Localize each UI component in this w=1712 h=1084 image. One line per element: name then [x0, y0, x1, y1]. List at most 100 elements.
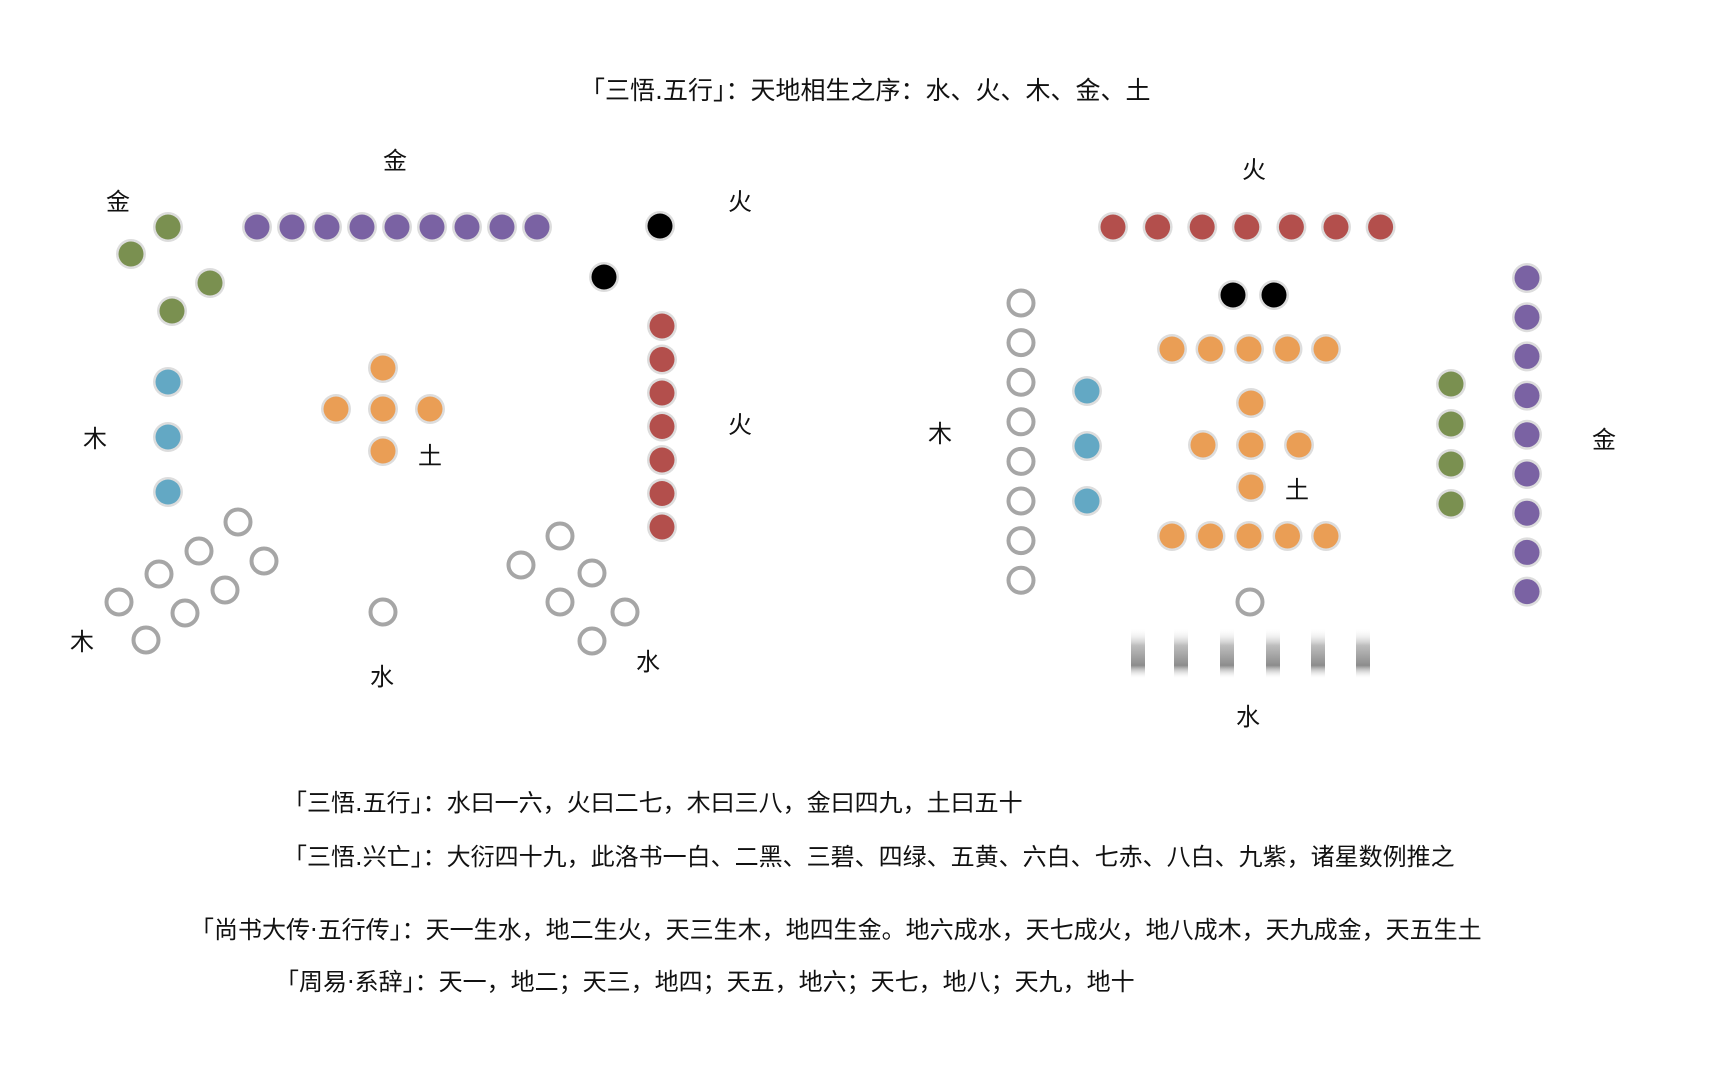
right-nine-dot [1514, 383, 1540, 409]
left-black-dot [591, 264, 617, 290]
right-earth-cross [1286, 432, 1312, 458]
right-earth-cross [1238, 474, 1264, 500]
right-earth-row-bottom [1313, 523, 1339, 549]
right-one-ring [1235, 587, 1265, 617]
right-label-earth: 土 [1285, 476, 1309, 504]
left-nine-dot [314, 214, 340, 240]
right-eight-ring [1006, 565, 1036, 595]
left-nine-dot [349, 214, 375, 240]
right-label-water: 水 [1236, 703, 1260, 731]
left-six-ring [577, 626, 607, 656]
right-earth-row-bottom [1198, 523, 1223, 549]
left-label-wood-bottom: 木 [70, 628, 94, 656]
left-eight-ring [210, 575, 240, 605]
water-bar [1174, 628, 1188, 678]
left-fire-dot [649, 447, 675, 473]
right-water-bars [1131, 628, 1370, 678]
right-nine-dot [1514, 265, 1540, 291]
left-label-wood: 木 [83, 425, 107, 453]
right-black-dot [1261, 282, 1287, 308]
left-six-ring [545, 587, 575, 617]
left-eight-ring [184, 536, 214, 566]
left-one-ring [368, 597, 398, 627]
left-six-ring [610, 597, 640, 627]
left-earth-dot [417, 396, 443, 422]
water-bar [1356, 628, 1370, 678]
right-earth-row-bottom [1159, 523, 1185, 549]
left-label-metal-corner: 金 [106, 188, 130, 216]
left-wood-dot [155, 369, 181, 395]
right-label-wood: 木 [928, 420, 952, 448]
right-wood-dot [1074, 378, 1100, 404]
right-earth-row-top [1275, 336, 1300, 362]
water-bar [1266, 628, 1280, 678]
right-earth-row-top [1159, 336, 1185, 362]
left-label-fire-corner: 火 [728, 188, 752, 216]
left-earth-dot [370, 355, 396, 381]
right-earth-row-top [1313, 336, 1339, 362]
right-earth-row-bottom [1236, 523, 1262, 549]
right-eight-ring [1006, 407, 1036, 437]
left-earth-dot [370, 396, 396, 422]
left-six-ring [577, 558, 607, 588]
left-earth-dot [323, 396, 349, 422]
right-earth-row-top [1236, 336, 1262, 362]
left-nine-dot [489, 214, 515, 240]
right-fire-dot [1368, 214, 1394, 240]
right-fire-dot [1100, 214, 1126, 240]
left-metal-dot [159, 298, 185, 324]
right-fire-dot [1234, 214, 1260, 240]
left-fire-dot [649, 313, 675, 339]
water-bar [1311, 628, 1325, 678]
right-earth-cross [1190, 432, 1216, 458]
quote-sanwu-xingwang: 「三悟.兴亡」：大衍四十九，此洛书一白、二黑、三碧、四绿、五黄、六白、七赤、八白… [283, 843, 1455, 871]
right-fire-dot [1278, 214, 1304, 240]
right-earth-cross [1238, 432, 1264, 458]
right-earth-row-top [1198, 336, 1223, 362]
left-label-metal-top: 金 [383, 147, 407, 175]
left-label-water-right: 水 [636, 648, 660, 676]
right-eight-ring [1006, 486, 1036, 516]
left-nine-dot [244, 214, 270, 240]
right-nine-dot [1514, 579, 1540, 605]
quote-zhouyi-xici: 「周易·系辞」：天一，地二；天三，地四；天五，地六；天七，地八；天九，地十 [275, 968, 1135, 996]
left-label-water-bottom: 水 [370, 663, 394, 691]
right-diagram-labels: 火 木 金 土 水 [928, 156, 1616, 731]
right-nine-dot [1514, 500, 1540, 526]
left-diagram-labels: 金 金 火 火 木 土 木 水 水 [70, 147, 752, 691]
left-black-dot [647, 213, 673, 239]
left-nine-dot [384, 214, 410, 240]
left-fire-dot [649, 414, 675, 439]
right-fire-dot [1323, 214, 1349, 240]
right-earth-cross [1238, 390, 1264, 416]
right-fire-dot [1189, 214, 1215, 240]
right-wood-dot [1074, 488, 1100, 514]
left-nine-dot [419, 214, 445, 240]
right-eight-ring [1006, 328, 1036, 358]
left-eight-ring [144, 559, 174, 589]
left-label-fire-right: 火 [728, 411, 752, 439]
right-metal-dot [1438, 411, 1464, 437]
left-metal-dot [197, 270, 223, 296]
right-nine-dot [1514, 539, 1540, 565]
left-nine-dot [454, 214, 480, 240]
left-metal-dot [155, 214, 181, 240]
left-earth-dot [370, 438, 396, 464]
left-metal-dot [118, 241, 144, 267]
left-eight-ring [223, 507, 253, 537]
left-label-earth: 土 [418, 442, 442, 470]
right-eight-ring [1006, 446, 1036, 476]
quote-sanwu-wuxing: 「三悟.五行」：水曰一六，火曰二七，木曰三八，金曰四九，土曰五十 [283, 789, 1023, 817]
left-wood-dot [155, 479, 181, 505]
right-nine-dot [1514, 422, 1540, 448]
water-bar [1131, 628, 1145, 678]
right-nine-dot [1514, 343, 1540, 369]
left-fire-dot [649, 347, 675, 372]
left-fire-dot [649, 514, 675, 540]
right-label-metal: 金 [1592, 426, 1616, 454]
right-black-dot [1220, 282, 1246, 308]
right-nine-dot [1514, 461, 1540, 487]
left-eight-ring [131, 625, 161, 655]
water-bar [1220, 628, 1234, 678]
